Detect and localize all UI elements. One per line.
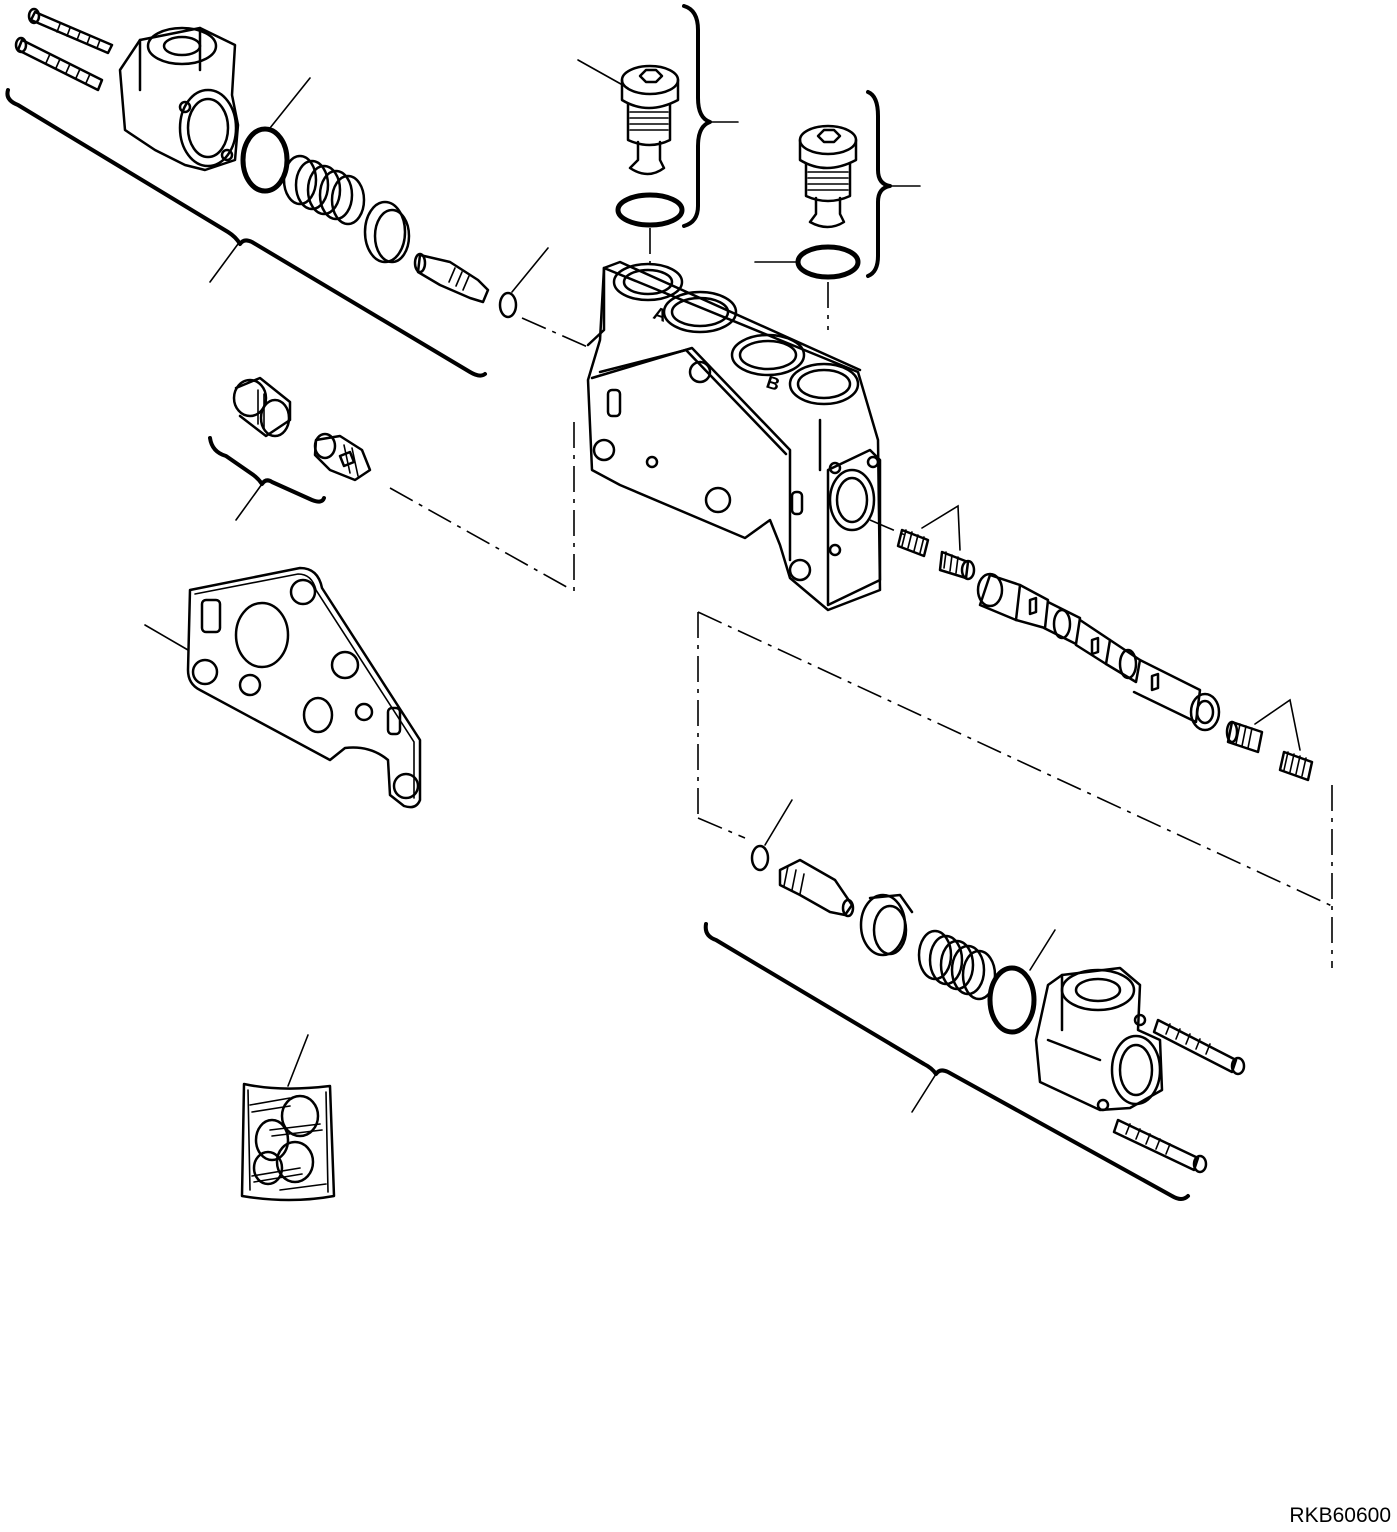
- leader-plug-assembly: [235, 483, 263, 521]
- o-ring-port-a: [615, 192, 685, 228]
- bracket-plug-assembly: [208, 436, 326, 504]
- leader-upper-left-group: [209, 243, 239, 283]
- brace-port-a: [682, 4, 712, 228]
- leader-spool-left-pair: [1254, 698, 1301, 751]
- drawing-code: RKB60600: [1289, 1504, 1391, 1527]
- valve-section-body: A B: [586, 260, 882, 612]
- brace-port-b: [866, 90, 892, 278]
- seal-kit-bag: [240, 1034, 336, 1202]
- valve-insert-left: [313, 432, 372, 482]
- port-b-label: B: [764, 372, 783, 395]
- spool-assembly: [869, 504, 1314, 782]
- plug-left: [232, 376, 292, 438]
- leader-backup-ring-upper-left: [511, 247, 549, 293]
- lower-right-relief-assembly: [703, 799, 1246, 1201]
- bolt-lower-right-2: [1112, 1118, 1208, 1174]
- poppet-lower-right: [778, 858, 855, 918]
- plug-assembly-left: [208, 376, 575, 592]
- main-spool: [976, 572, 1221, 732]
- leader-backup-ring-lower-right: [764, 799, 793, 846]
- spring-spool-right-1: [896, 528, 930, 558]
- seat-lower-right: [859, 893, 914, 957]
- leader-oring-upper-left: [269, 77, 311, 129]
- centerline-upper-left: [521, 317, 591, 349]
- gasket-plate: [144, 566, 422, 809]
- bolt-upper-left-2: [14, 36, 104, 92]
- o-ring-lower-right: [987, 965, 1037, 1035]
- bolt-lower-right-1: [1152, 1018, 1246, 1076]
- seat-upper-left: [363, 200, 411, 264]
- upper-left-relief-assembly: [5, 7, 591, 378]
- bracket-lower-right-group: [703, 922, 1190, 1201]
- spring-lower-right: [917, 929, 997, 1001]
- stopper-spool-right-1: [938, 550, 976, 581]
- bolt-upper-left-1: [27, 7, 114, 55]
- stopper-spool-left-2: [1225, 720, 1264, 754]
- assembly-guide-box: [697, 611, 1333, 968]
- check-valve-port-b: [754, 90, 921, 330]
- spring-spool-left-2: [1278, 750, 1314, 782]
- port-a-label: A: [651, 303, 670, 326]
- backup-ring-lower-right: [750, 844, 770, 872]
- spring-upper-left: [282, 154, 366, 226]
- leader-gasket: [144, 624, 189, 651]
- leader-check-valve-a: [577, 59, 629, 89]
- leader-oring-lower-right: [1029, 929, 1056, 971]
- o-ring-upper-left: [240, 126, 290, 194]
- relief-cover-lower: [1034, 966, 1164, 1112]
- o-ring-port-b: [795, 244, 861, 280]
- backup-ring-upper-left: [498, 291, 518, 319]
- leader-lower-right-group: [911, 1073, 937, 1113]
- bracket-upper-left-group: [5, 88, 487, 378]
- leader-seal-kit: [287, 1034, 309, 1087]
- leader-spool-right-pair: [921, 504, 961, 551]
- poppet-upper-left: [413, 252, 490, 304]
- check-valve-port-a: [577, 4, 739, 268]
- relief-cover-upper: [118, 26, 240, 172]
